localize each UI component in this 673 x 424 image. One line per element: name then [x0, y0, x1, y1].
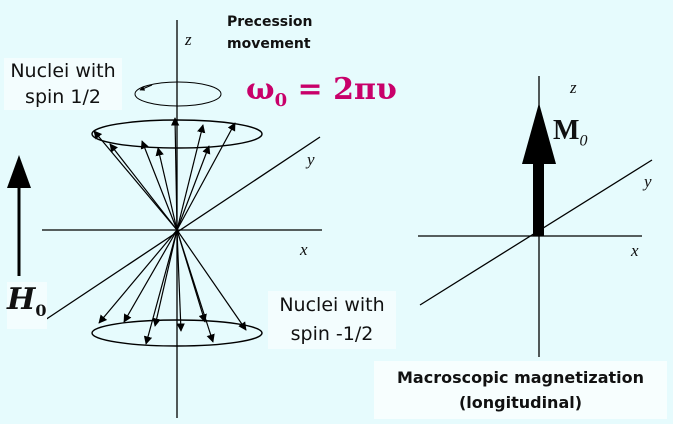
h0-label: H0 — [7, 282, 47, 329]
left-y-axis — [44, 136, 321, 321]
formula-omega: ω — [246, 72, 275, 107]
formula-subscript: 0 — [274, 90, 288, 111]
m0-subscript: 0 — [579, 132, 588, 150]
macroscopic-line-2: (longitudinal) — [458, 393, 583, 412]
left-z-label: z — [185, 30, 192, 49]
spin-down-line-2: spin -1/2 — [290, 323, 374, 345]
left-y-label: y — [307, 150, 315, 169]
precession-arrow — [139, 84, 153, 91]
precession-line-2: movement — [227, 36, 311, 52]
h0-arrow — [7, 155, 31, 276]
h0-main: H — [7, 282, 36, 317]
left-x-label: x — [300, 240, 308, 259]
precession-ellipse — [134, 81, 222, 107]
precession-line-1: Precession — [227, 14, 313, 30]
macroscopic-line-1: Macroscopic magnetization — [397, 368, 644, 387]
right-x-label: x — [631, 241, 639, 260]
spin-up-vectors — [93, 117, 236, 231]
spin-down-cone — [91, 319, 263, 347]
right-z-label: z — [570, 78, 577, 97]
larmor-formula: ω0 = 2πυ — [246, 72, 397, 119]
spin-down-vectors — [98, 229, 247, 345]
m0-label: M0 — [553, 115, 587, 158]
spin-up-line-2: spin 1/2 — [25, 86, 101, 108]
formula-rest: = 2πυ — [287, 72, 397, 107]
spin-down-line-1: Nuclei with — [279, 294, 385, 316]
spin-up-label: Nuclei with spin 1/2 — [4, 58, 122, 110]
spin-up-line-1: Nuclei with — [10, 60, 116, 82]
m0-main: M — [553, 115, 580, 146]
h0-subscript: 0 — [35, 301, 47, 320]
m0-arrow — [522, 103, 556, 236]
precession-label: Precession movement — [227, 11, 313, 55]
spin-down-label: Nuclei with spin -1/2 — [268, 291, 396, 349]
macroscopic-magnetization-label: Macroscopic magnetization (longitudinal) — [374, 361, 667, 419]
right-y-label: y — [644, 172, 652, 191]
